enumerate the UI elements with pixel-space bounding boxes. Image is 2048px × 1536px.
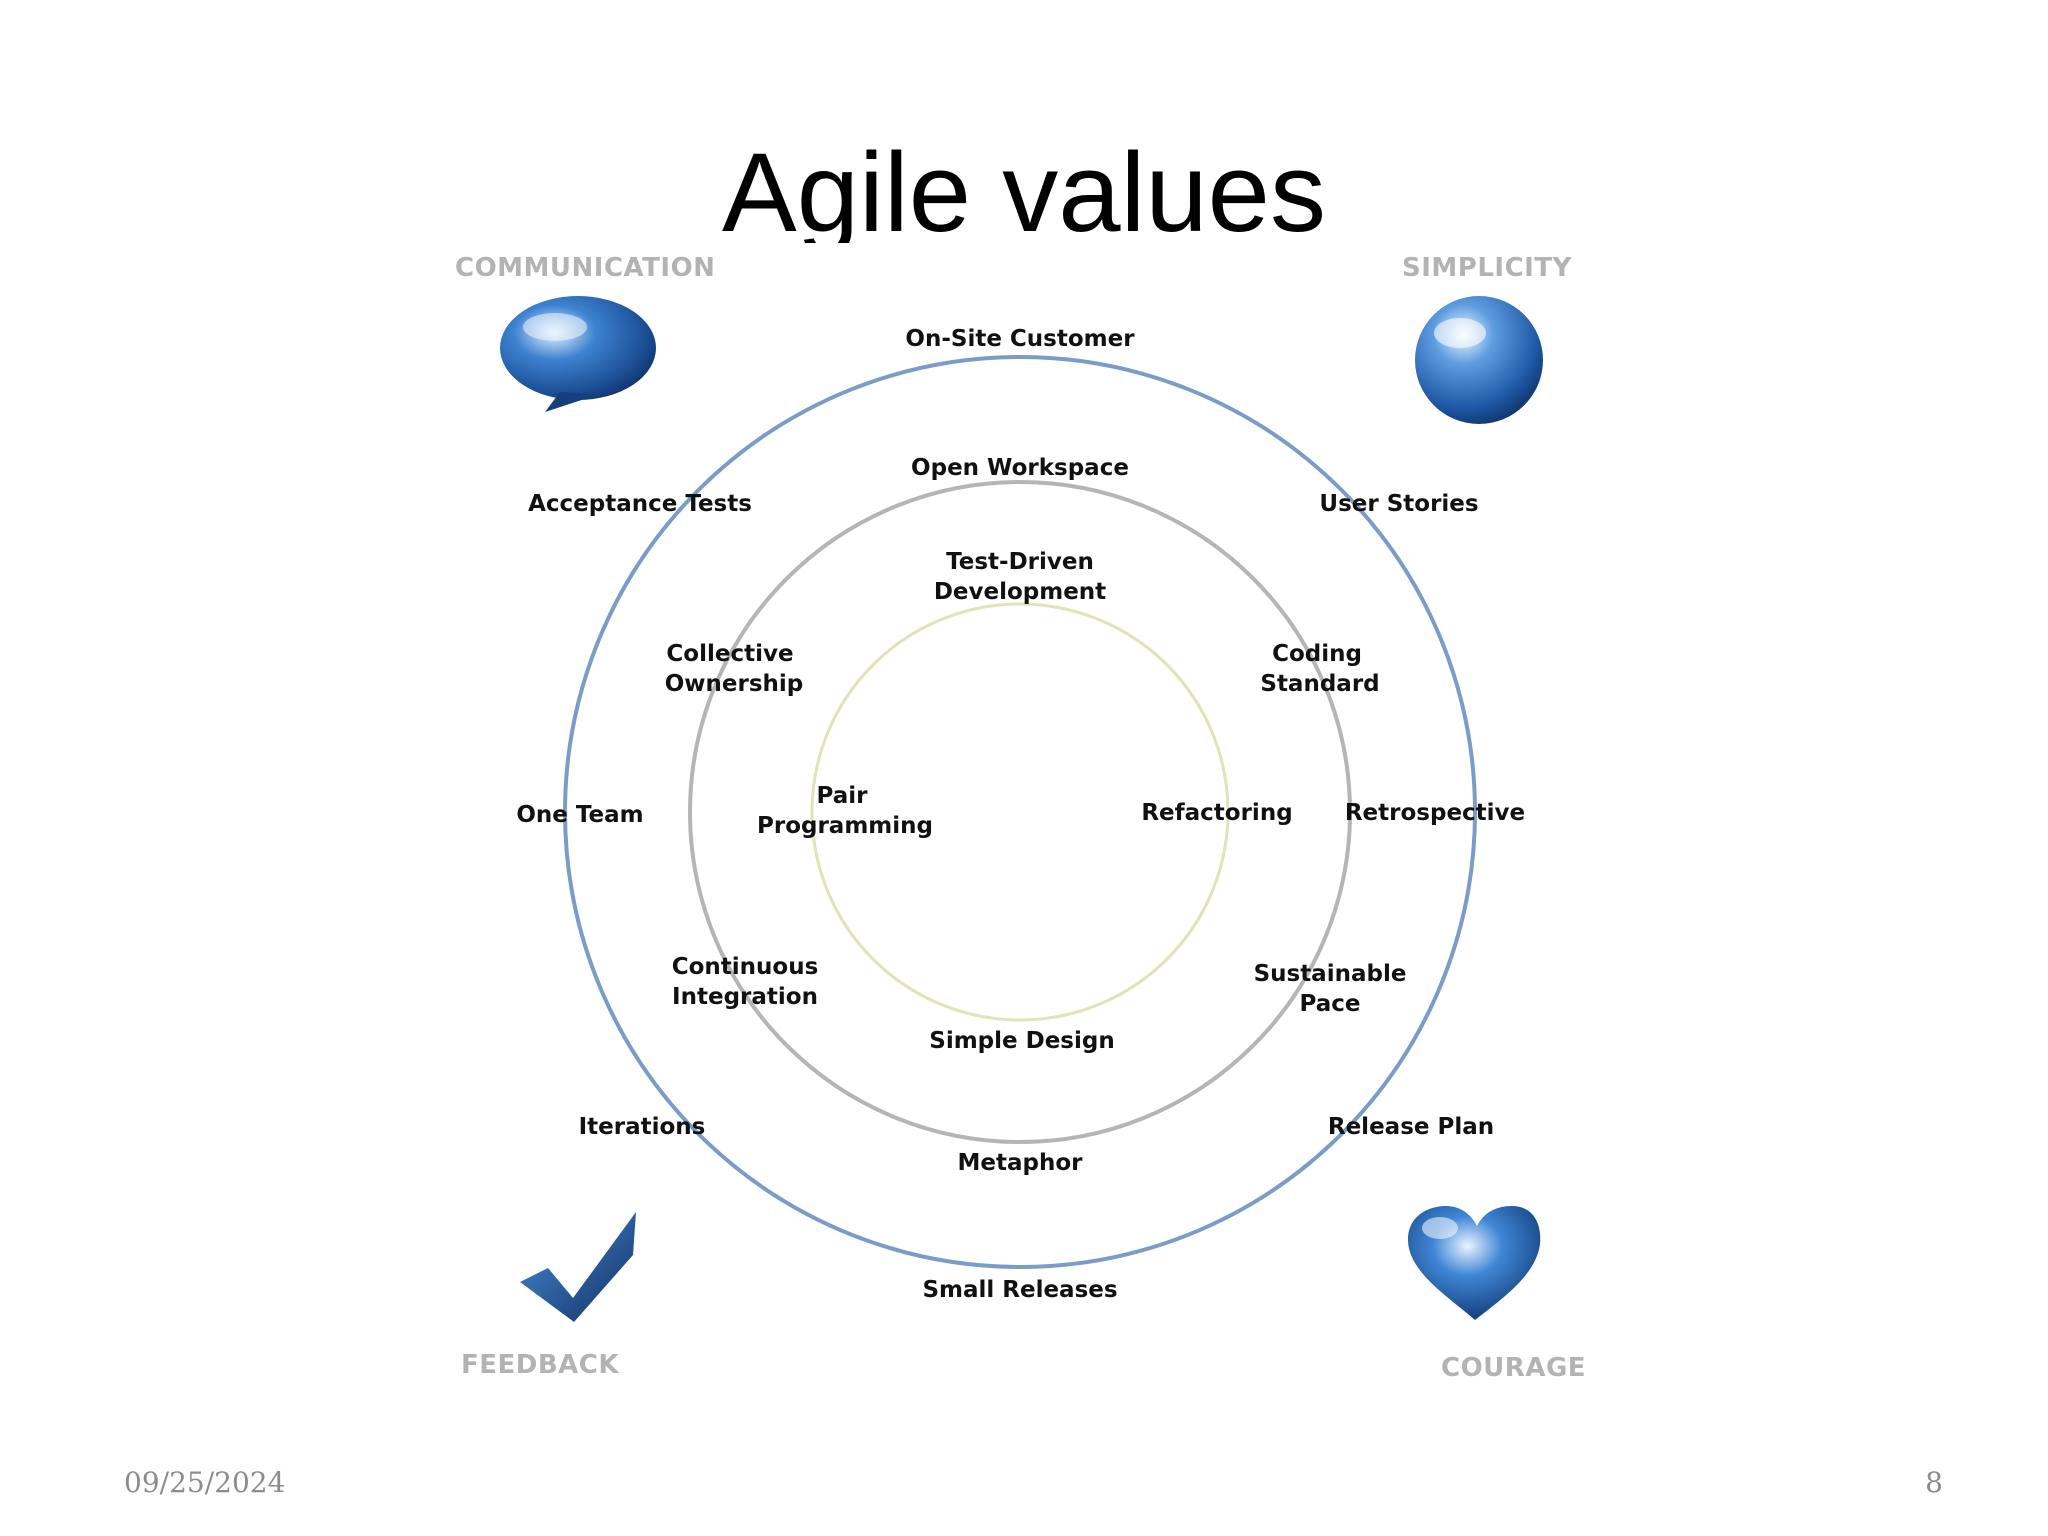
node-acceptance-tests: Acceptance Tests (528, 491, 752, 517)
node-pair-programming: Pair Programming (757, 783, 933, 839)
svg-text:Collective: Collective (666, 641, 793, 667)
node-metaphor: Metaphor (958, 1150, 1084, 1176)
svg-text:Integration: Integration (672, 984, 818, 1010)
node-coding-standard: Coding Standard (1260, 641, 1379, 697)
node-test-driven-development: Test-Driven Development (934, 549, 1106, 605)
sphere-icon (1415, 296, 1543, 424)
node-user-stories: User Stories (1319, 491, 1478, 517)
node-refactoring: Refactoring (1141, 800, 1292, 826)
svg-text:Development: Development (934, 579, 1106, 605)
node-release-plan: Release Plan (1328, 1114, 1494, 1140)
footer-date: 09/25/2024 (124, 1466, 286, 1499)
node-retrospective: Retrospective (1345, 800, 1525, 826)
node-collective-ownership: Collective Ownership (665, 641, 804, 697)
node-sustainable-pace: Sustainable Pace (1254, 961, 1407, 1017)
svg-text:Coding: Coding (1272, 641, 1362, 667)
value-feedback: FEEDBACK (461, 1350, 619, 1380)
svg-text:Standard: Standard (1260, 671, 1379, 697)
node-continuous-integration: Continuous Integration (672, 954, 819, 1010)
svg-text:Pair: Pair (817, 783, 869, 809)
speech-bubble-icon (500, 296, 656, 412)
node-iterations: Iterations (579, 1114, 706, 1140)
value-communication: COMMUNICATION (455, 253, 715, 283)
svg-text:Sustainable: Sustainable (1254, 961, 1407, 987)
svg-text:Continuous: Continuous (672, 954, 819, 980)
svg-text:Programming: Programming (757, 813, 933, 839)
checkmark-icon (520, 1212, 636, 1322)
page-number: 8 (1925, 1466, 1943, 1499)
value-simplicity: SIMPLICITY (1402, 253, 1573, 283)
node-one-team: One Team (516, 802, 643, 828)
node-small-releases: Small Releases (922, 1277, 1117, 1303)
node-on-site-customer: On-Site Customer (905, 326, 1135, 352)
outer-ring (563, 355, 1477, 1269)
slide-title: Agile values (722, 130, 1326, 243)
middle-ring (688, 480, 1352, 1144)
node-open-workspace: Open Workspace (911, 455, 1129, 481)
svg-text:Pace: Pace (1300, 991, 1361, 1017)
node-simple-design: Simple Design (929, 1028, 1114, 1054)
svg-text:Ownership: Ownership (665, 671, 804, 697)
svg-text:Test-Driven: Test-Driven (946, 549, 1094, 575)
value-courage: COURAGE (1441, 1353, 1586, 1383)
heart-icon (1408, 1206, 1541, 1320)
inner-ring (810, 602, 1230, 1022)
